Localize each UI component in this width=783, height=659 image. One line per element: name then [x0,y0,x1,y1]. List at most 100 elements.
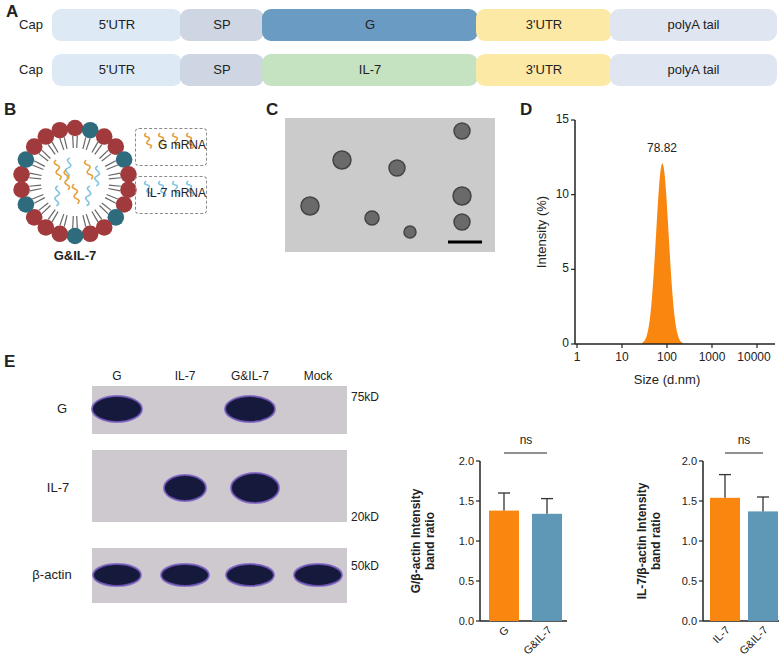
peak-value: 78.82 [647,142,677,156]
lipid-tail [32,165,43,169]
lipid-tail [95,145,102,155]
micrograph-ground [285,118,495,252]
node-text: IL-7 [359,63,381,78]
mrna-strand [95,166,100,186]
panel-letter: E [4,352,15,372]
lipid-tail [105,198,116,204]
lipid-tail [107,165,118,169]
antigen-segment: G [262,9,478,41]
node-text: G mRNA [158,139,206,153]
lipid-head [13,166,30,183]
lane-label: Mock [304,370,333,384]
tick-mark [621,344,622,348]
utr-segment: 5'UTR [52,9,182,41]
marker-size: 50kD [351,560,379,574]
tick-label: 0 [562,337,569,351]
bar-chart [476,453,567,621]
row-label: IL-7 [47,481,69,496]
tick-label: 2.0 [459,455,474,468]
marker-size: 20kD [351,511,379,525]
blot-strip [92,386,347,434]
error-cap [541,498,553,499]
node-text: 5'UTR [99,18,135,33]
utr-segment: 3'UTR [476,54,612,86]
lipid-tail [32,195,43,199]
tick-mark [699,580,703,581]
signal-peptide-segment: SP [180,54,264,86]
cytokine-segment: IL-7 [262,54,478,86]
error-bar [762,497,763,511]
lipid-tail [52,142,58,152]
error-bar [546,499,547,514]
protein-band [164,475,206,501]
lipid-tail [86,214,90,225]
lipid-head [51,122,68,139]
y-axis [574,120,576,344]
lipid-nanoparticle [13,120,137,245]
lipid-tail [39,203,48,210]
lipid-tail [64,137,67,149]
x-axis [575,343,775,345]
node-text: polyA tail [667,18,719,33]
significance: ns [520,434,533,448]
protein-band [226,564,274,586]
lane-label: IL-7 [175,370,196,384]
tick-label: 1.0 [459,535,474,548]
row-label: G [57,402,67,417]
lipid-tail [92,211,98,221]
protein-band [93,564,141,586]
lipid-tail [60,214,64,225]
bar [748,511,778,621]
category-label: IL-7 [710,624,732,646]
tick-label: 1.5 [459,495,474,508]
axis-title: Size (d.nm) [634,373,700,388]
lipid-head [82,226,99,243]
protein-band [92,396,142,422]
protein-band [231,473,279,503]
tick-label: 1.5 [682,495,697,508]
nanoparticle-image [389,160,405,176]
bar [710,498,740,621]
lipid-tail [30,189,42,191]
node-text: SP [213,63,230,78]
lipid-tail [108,173,120,175]
lipid-tail [83,215,86,227]
nanoparticle-image [365,211,379,225]
lipid-head [67,228,84,245]
lipid-tail [34,198,45,204]
mrna-box: G mRNA [135,128,207,166]
lipid-tail [109,178,121,179]
significance: ns [738,434,751,448]
western-blot [92,386,347,603]
panel-letter: D [520,100,532,120]
tick-mark [699,620,703,621]
mrna-strand [54,160,61,180]
error-cap [498,492,510,493]
lipid-tail [34,161,45,167]
significance-bracket [725,452,763,453]
category-label: G&IL-7 [737,624,771,658]
lipid-tail [64,215,67,227]
lipid-tail [29,178,41,179]
scale-bar [448,241,482,244]
bar [489,511,519,621]
tick-label: 2.0 [682,455,697,468]
lipid-tail [102,154,111,161]
axis-title: G/β-actin Intensity band ratio [410,479,438,603]
tick-label: 10000 [737,351,770,365]
nanoparticle-image [453,187,471,205]
marker-size: 75kD [351,391,379,405]
nanoparticle-image [301,197,319,215]
lipid-tail [72,216,74,228]
error-bar [503,493,504,511]
node-text: 3'UTR [526,18,562,33]
tick-label: 0.5 [682,575,697,588]
mrna-strand [145,133,152,148]
tick-mark [571,194,575,195]
particle-name: G&IL-7 [54,249,97,264]
nanoparticle-image [454,214,470,230]
error-cap [757,496,769,497]
tick-mark [476,620,480,621]
tem-image [285,118,495,252]
